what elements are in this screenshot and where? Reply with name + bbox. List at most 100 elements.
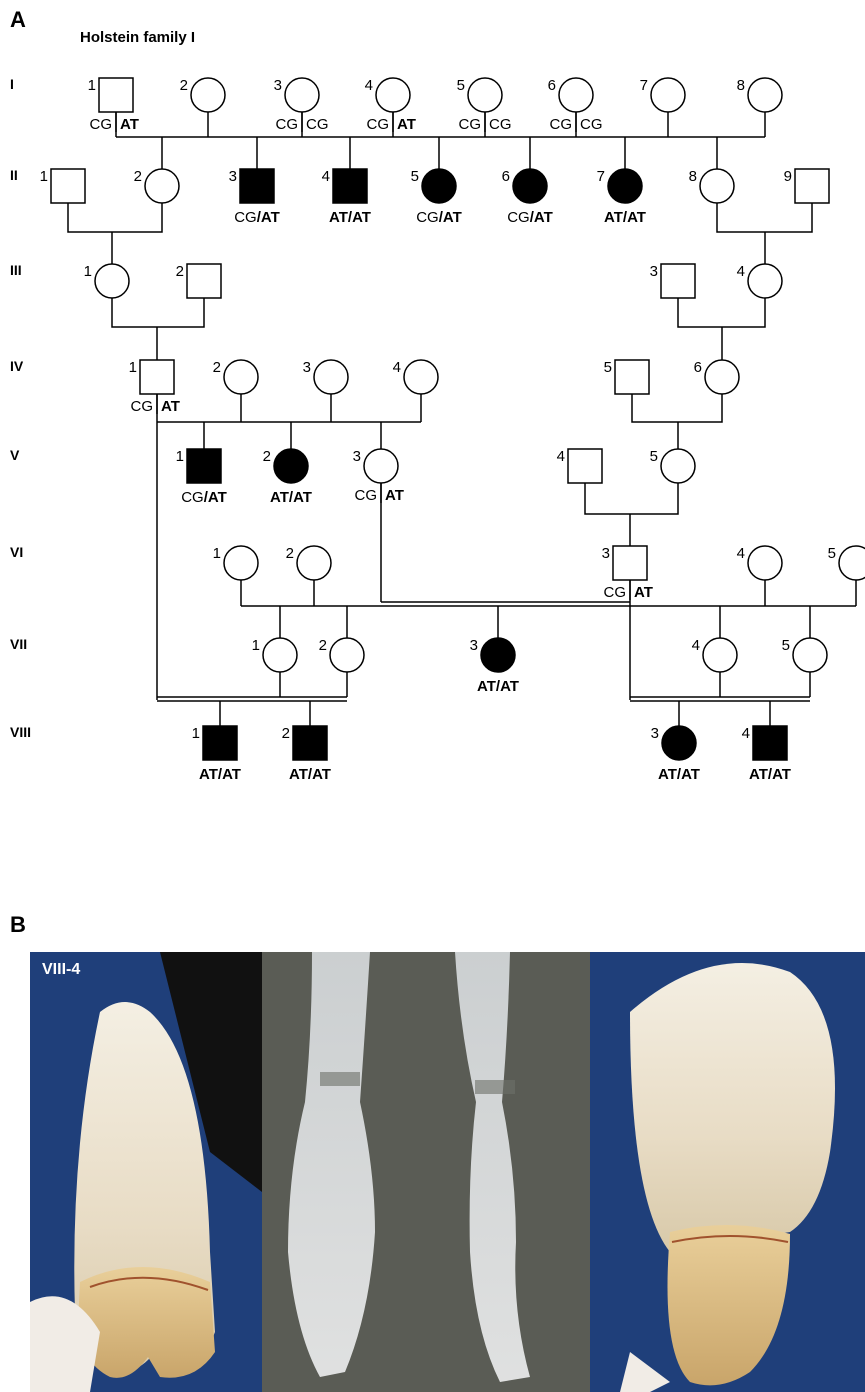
- individual-number: 1: [84, 263, 92, 280]
- hoof-photo-side: [590, 952, 865, 1392]
- affected-female-symbol: [662, 726, 696, 760]
- individual-number: 2: [263, 448, 271, 465]
- genotype-allele-left: CG: [604, 584, 627, 601]
- individual-ii-3: 3CG/AT: [229, 168, 280, 226]
- individual-number: 3: [353, 448, 361, 465]
- individual-iii-2: 2: [176, 263, 221, 298]
- female-symbol: [468, 78, 502, 112]
- generation-label-v: V: [10, 447, 20, 463]
- genotype-label: CG/AT: [234, 209, 280, 226]
- individual-number: 3: [650, 263, 658, 280]
- genotype-label: AT/AT: [749, 766, 791, 783]
- individual-number: 1: [192, 725, 200, 742]
- individual-vii-2: 2: [319, 637, 364, 672]
- female-symbol: [559, 78, 593, 112]
- affected-female-symbol: [481, 638, 515, 672]
- affected-male-symbol: [293, 726, 327, 760]
- individual-vi-1: 1: [213, 545, 258, 580]
- affected-female-symbol: [422, 169, 456, 203]
- genotype-allele-left: CG: [131, 398, 154, 415]
- genotype-allele-right: CG: [489, 116, 512, 133]
- individual-vii-3: 3AT/AT: [470, 637, 519, 695]
- individual-number: 1: [252, 637, 260, 654]
- generation-label-vi: VI: [10, 544, 23, 560]
- female-symbol: [404, 360, 438, 394]
- genotype-label: AT/AT: [604, 209, 646, 226]
- genotype-label: AT/AT: [289, 766, 331, 783]
- generation-label-viii: VIII: [10, 724, 31, 740]
- individual-number: 5: [411, 168, 419, 185]
- genotype-label: CG/AT: [507, 209, 553, 226]
- female-symbol: [95, 264, 129, 298]
- hoof-photo-front: VIII-4: [30, 952, 262, 1392]
- pedigree-lines: [68, 112, 856, 726]
- individual-number: 3: [602, 545, 610, 562]
- affected-male-symbol: [187, 449, 221, 483]
- individual-number: 4: [692, 637, 700, 654]
- male-symbol: [187, 264, 221, 298]
- individual-number: 1: [40, 168, 48, 185]
- individual-number: 2: [319, 637, 327, 654]
- individual-number: 2: [134, 168, 142, 185]
- male-symbol: [795, 169, 829, 203]
- individual-iv-6: 6: [694, 359, 739, 394]
- individual-number: 7: [640, 77, 648, 94]
- individual-iv-5: 5: [604, 359, 649, 394]
- individual-number: 4: [737, 545, 745, 562]
- female-symbol: [748, 78, 782, 112]
- genotype-allele-left: CG: [550, 116, 573, 133]
- female-symbol: [700, 169, 734, 203]
- individual-number: 2: [286, 545, 294, 562]
- female-symbol: [376, 78, 410, 112]
- female-symbol: [651, 78, 685, 112]
- genotype-allele-left: CG: [355, 487, 378, 504]
- individual-v-2: 2AT/AT: [263, 448, 312, 506]
- mating-line-ii-1-ii-2: [68, 203, 162, 232]
- individual-number: 1: [176, 448, 184, 465]
- genotype-label: AT/AT: [477, 678, 519, 695]
- individual-number: 2: [282, 725, 290, 742]
- individual-number: 4: [742, 725, 750, 742]
- individual-iv-4: 4: [393, 359, 438, 394]
- individual-vi-4: 4: [737, 545, 782, 580]
- individual-vii-4: 4: [692, 637, 737, 672]
- male-symbol: [99, 78, 133, 112]
- individual-number: 6: [694, 359, 702, 376]
- individual-number: 2: [176, 263, 184, 280]
- female-symbol: [314, 360, 348, 394]
- female-symbol: [364, 449, 398, 483]
- female-symbol: [191, 78, 225, 112]
- individual-v-1: 1CG/AT: [176, 448, 227, 506]
- panel-a-label: A: [10, 7, 26, 32]
- individual-ii-4: 4AT/AT: [322, 168, 371, 226]
- male-symbol: [661, 264, 695, 298]
- genotype-allele-left: CG: [276, 116, 299, 133]
- individual-number: 3: [274, 77, 282, 94]
- individual-ii-1: 1: [40, 168, 85, 203]
- individual-number: 5: [650, 448, 658, 465]
- individual-number: 4: [322, 168, 330, 185]
- individual-vii-5: 5: [782, 637, 827, 672]
- individual-number: 3: [651, 725, 659, 742]
- individual-number: 8: [689, 168, 697, 185]
- mating-line-iii-1-iii-2: [112, 298, 204, 327]
- mating-line-iii-3-iii-4: [678, 298, 765, 327]
- affected-female-symbol: [274, 449, 308, 483]
- individual-number: 9: [784, 168, 792, 185]
- individual-number: 3: [470, 637, 478, 654]
- individual-i-8: 8: [737, 77, 782, 112]
- male-symbol: [615, 360, 649, 394]
- genotype-allele-right: CG: [580, 116, 603, 133]
- individual-ii-7: 7AT/AT: [597, 168, 646, 226]
- female-symbol: [224, 546, 258, 580]
- genotype-label: AT/AT: [658, 766, 700, 783]
- female-symbol: [748, 546, 782, 580]
- individual-number: 3: [303, 359, 311, 376]
- pedigree-title: Holstein family I: [80, 29, 195, 46]
